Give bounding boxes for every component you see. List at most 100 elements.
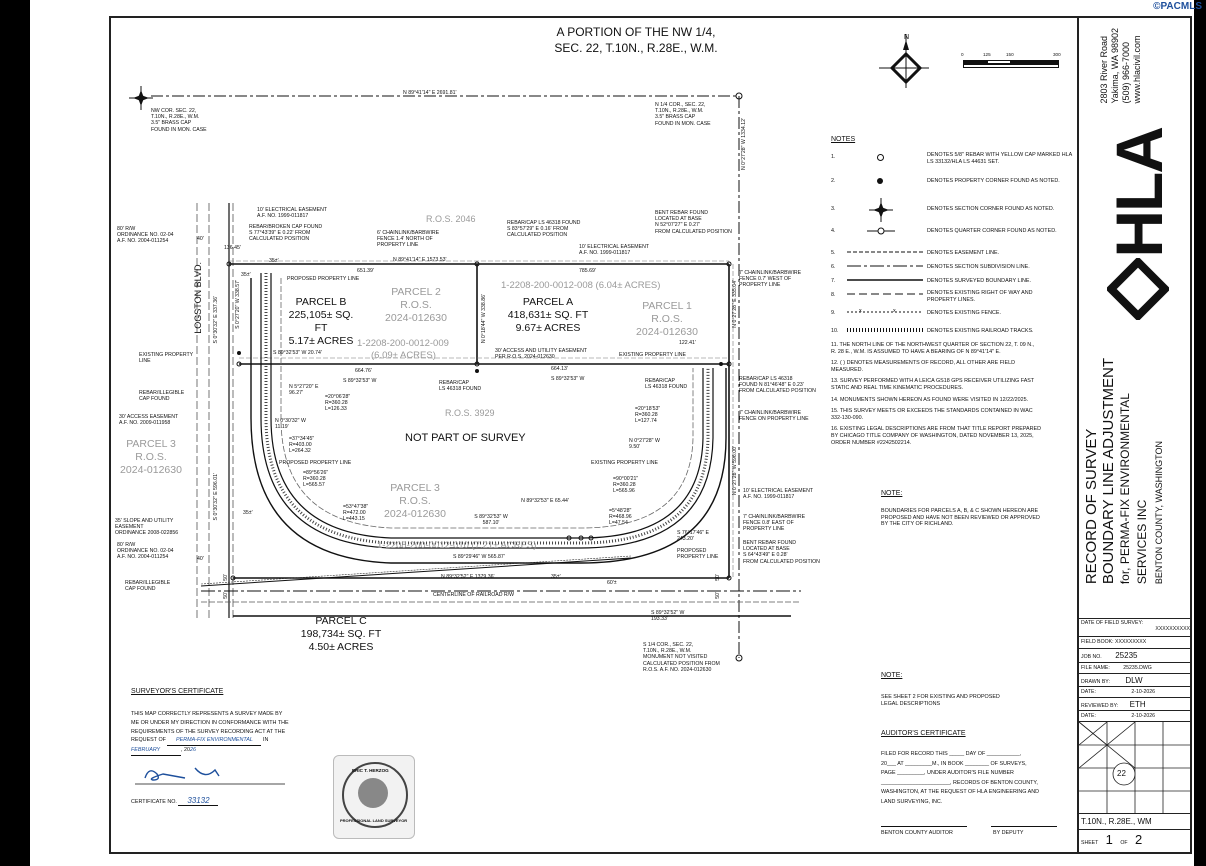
bearing-s89-193: S 89°32'52" W 193.33' [651,610,685,623]
dim-50-1: 50' [223,574,229,581]
dim-651: 651.39' [357,268,374,274]
callout-exist-prop-2: EXISTING PROPERTY LINE [591,460,658,466]
survey-sheet: A PORTION OF THE NW 1/4, SEC. 22, T.10N.… [109,16,1192,854]
fence-x-1: x [859,308,862,314]
bearing-n030: N 0°30'32" W 11.19' [275,418,306,431]
survey-plat [129,86,801,662]
east-vert-bearing: N 0°27'28" W 1334.12' [741,118,747,171]
dim-r35: 35±' [243,510,253,516]
request-of-value: PERMA-FIX ENVIRONMENTAL [167,736,262,747]
dim-40: 40' [197,236,204,242]
dim-40b: 40' [197,556,204,562]
notes-text: 11. THE NORTH LINE OF THE NORTHWEST QUAR… [831,342,1041,446]
apn-mid-label: 1-2208-200-0012-009 [357,338,449,349]
section-corner-icon [869,198,893,222]
scale-tick-2: 150 [1006,52,1014,57]
mid-vert-bearing: N 0°18'44" W 338.86' [481,294,487,344]
dim-35: 35±' [269,258,279,264]
logston-blvd-label: LOGSTON BLVD. [193,262,203,334]
year-value: 26 [190,747,196,754]
property-corner-icon [877,178,883,184]
apn-mid-acres: (6.09± ACRES) [371,350,436,361]
bearing-n89e: N 89°32'53" E 65.44' [521,498,569,504]
notes-heading: NOTES [831,136,856,143]
n14-corner-callout: N 1/4 COR., SEC. 22,T.10N., R.28E., W.M.… [655,102,711,127]
bearing-s89-1: S 89°32'53" W 20.74' [273,350,322,356]
s14-corner-callout: S 1/4 COR., SEC. 22,T.10N., R.28E., W.M.… [643,642,720,673]
field-file: FILE NAME: 25235.DWG [1079,663,1192,674]
bearing-south: N 89°32'52" E 1379.36' [441,574,495,580]
field-date-2: DATE: 2-10-2026 [1079,711,1192,722]
watermark: ©PACMLS [1153,1,1202,12]
scale-tick-3: 300 [1053,52,1061,57]
dim-50-2: 50' [223,592,229,599]
west-vert-bearing-2: S 0°30'32" E 596.01' [213,473,219,521]
header-line-2: SEC. 22, T.10N., R.28E., W.M. [554,41,718,55]
apn-top-label: 1-2208-200-0012-008 (6.04± ACRES) [501,280,661,291]
auditor-text: FILED FOR RECORD THIS _____ DAY OF _____… [881,751,1040,805]
surveyor-text: THIS MAP CORRECTLY REPRESENTS A SURVEY M… [131,710,289,756]
section-grid: 22 [1079,722,1192,814]
ros-3929-label: R.O.S. 3929 [445,408,495,418]
bearing-s89-587: S 89°32'53" W 587.10' [474,514,508,527]
dim-b35: 35±' [551,574,561,580]
bearing-n5: N 5°27'20" E 96.27' [289,384,319,397]
auditor-sig-2: BY DEPUTY [993,830,1024,836]
dim-50-4: 50' [715,592,721,599]
section-number: 22 [1117,769,1126,778]
bearing-s89-2: S 89°32'53" W [343,378,377,384]
west-vert-bearing: S 0°30'32" E 337.36' [213,296,219,344]
rebar-set-icon [877,154,884,161]
east-vert-bearing-2: N 0°27'28" E 335.04' [732,280,738,328]
surveyor-seal: ERIC T. HERZOG PROFESSIONAL LAND SURVEYO… [333,755,415,839]
nw-corner-callout: NW COR. SEC. 22,T.10N., R.28E., W.M.3.5"… [151,108,207,133]
north-line-bearing: N 89°41'14" E 2691.81' [403,90,457,96]
quarter-corner-icon [867,227,895,235]
header-line-1: A PORTION OF THE NW 1/4, [556,25,716,39]
map-header: A PORTION OF THE NW 1/4, SEC. 22, T.10N.… [511,24,761,56]
west-vert-bearing-3: S 0°27'20" W 338.57' [235,280,241,329]
dim-664-1: 664.76' [355,368,372,374]
right-black-border [1194,0,1206,866]
apn-bottom-label: 1-2208-200-0012-010 (7.21± ACRES) [377,540,537,551]
auditor-heading: AUDITOR'S CERTIFICATE [881,730,966,737]
fence-x-2: x [893,308,896,314]
bearing-s76: S 76°17'46" E 243.20' [677,530,710,543]
hla-logo: HLA [1099,128,1176,344]
dim-w35: 35±' [241,272,251,278]
bearing-s89-3: S 89°32'53" W [551,376,585,382]
callout-prop-line-2: PROPOSED PROPERTY LINE [279,460,352,466]
north-arrow-icon: N [879,34,929,88]
dim-122: 122.41' [679,340,696,346]
line-legend [847,251,923,332]
field-drawn: DRAWN BY: DLW [1079,674,1192,687]
scale-tick-0: 0 [961,52,964,57]
svg-text:N: N [904,34,909,41]
dim-785: 785.69' [579,268,596,274]
